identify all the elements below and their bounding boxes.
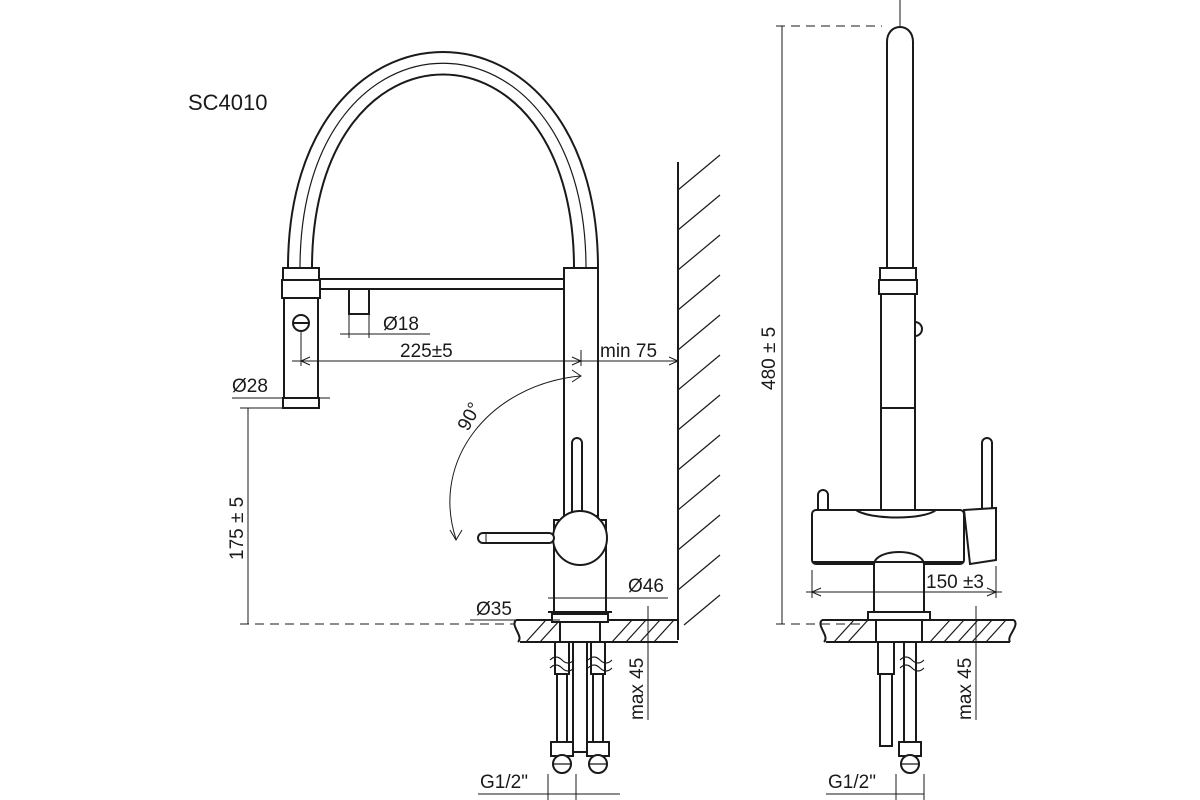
wall-clearance-label: min 75 <box>600 341 657 362</box>
width-side-label: 150 ±3 <box>926 572 984 593</box>
dim-connection-front: G1/2" <box>478 772 620 800</box>
spray-head-diameter-label: Ø28 <box>232 376 268 397</box>
swivel-angle-label: 90° <box>454 399 486 434</box>
faucet-body <box>548 510 612 617</box>
spray-holder-arm <box>319 278 571 315</box>
front-view: SC4010 <box>188 51 721 800</box>
connection-front-label: G1/2" <box>480 772 528 793</box>
dim-spray-head-diameter: Ø28 <box>232 376 330 399</box>
spout-reach-label: 225±5 <box>400 341 453 362</box>
spout-height-label: 175 ± 5 <box>227 497 248 560</box>
dim-spout-reach: 225±5 min 75 <box>292 330 680 366</box>
side-spout <box>878 26 923 519</box>
side-view: 480 ± 5 <box>759 0 1017 800</box>
base-diameter-label: Ø35 <box>476 599 512 620</box>
wall <box>677 154 721 640</box>
dim-deck-thickness-front: max 45 <box>627 606 656 720</box>
connection-side-label: G1/2" <box>828 772 876 793</box>
flexible-hose <box>287 51 599 269</box>
dim-body-diameter: Ø46 <box>548 576 668 604</box>
dim-deck-thickness-side: max 45 <box>955 606 984 720</box>
model-label: SC4010 <box>188 90 268 115</box>
supply-hoses-side <box>867 611 931 774</box>
lever-swivel-position: 90° <box>449 369 582 544</box>
total-height-label: 480 ± 5 <box>759 327 780 390</box>
supply-hoses-front <box>549 613 613 774</box>
side-body <box>811 437 997 615</box>
dim-total-height: 480 ± 5 <box>759 0 901 625</box>
dim-spout-height: 175 ± 5 <box>227 407 514 625</box>
spray-outlet-diameter-label: Ø18 <box>383 314 419 335</box>
deck-thickness-front-label: max 45 <box>627 658 648 720</box>
dim-spray-outlet-diameter: Ø18 <box>340 314 430 338</box>
body-diameter-label: Ø46 <box>628 576 664 597</box>
dim-width-side: 150 ±3 <box>806 566 1002 598</box>
dim-connection-side: G1/2" <box>826 772 925 800</box>
deck-thickness-side-label: max 45 <box>955 658 976 720</box>
dim-base-diameter: Ø35 <box>470 599 560 621</box>
